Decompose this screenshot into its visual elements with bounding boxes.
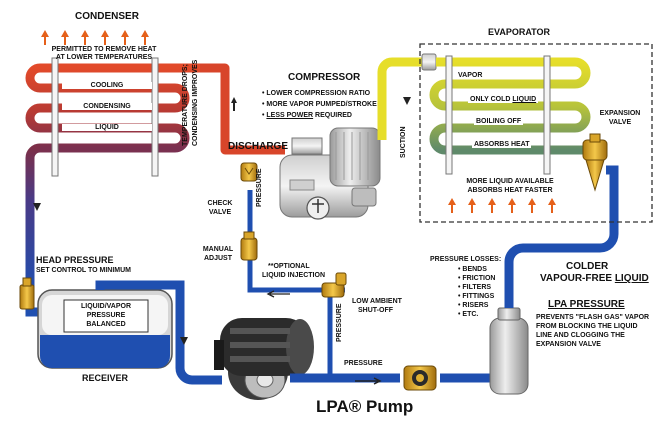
- down-flow-arrow-left: [33, 203, 41, 211]
- head-pressure-note: SET CONTROL TO MINIMUM: [36, 267, 132, 274]
- suction-label: SUCTION: [400, 126, 407, 159]
- suction-fitting: [421, 53, 437, 71]
- condenser-tube-sheet-left: [51, 57, 59, 177]
- colder-line-1: COLDER: [566, 261, 609, 272]
- evaporator-heat-arrows: [448, 198, 556, 213]
- receiver-inner-1: LIQUID/VAPOR: [80, 303, 132, 310]
- pressure-loss-item: • FITTINGS: [458, 293, 495, 300]
- lpa-pump-label: LPA® Pump: [316, 397, 414, 416]
- pressure-loss-item: • RISERS: [458, 302, 489, 309]
- condenser-heat-arrows: [41, 30, 149, 45]
- pressure-loss-item: • BENDS: [458, 266, 487, 273]
- compressor-bullet-3: • LESS POWER REQUIRED: [262, 112, 352, 119]
- evaporator-title: EVAPORATOR: [488, 27, 551, 37]
- pump-flow-arrow: [355, 377, 382, 385]
- pressure-loss-item: • FRICTION: [458, 275, 496, 282]
- evaporator-tube-sheet-left: [445, 55, 453, 175]
- lpa-pressure-tank: [489, 307, 529, 395]
- discharge-line: [200, 63, 285, 155]
- manual-adjust-label-2: ADJUST: [203, 255, 232, 262]
- suction-flow-arrow: [403, 97, 411, 105]
- low-ambient-label-2: SHUT-OFF: [358, 307, 393, 314]
- lpa-pump: [214, 318, 314, 400]
- evaporator-row-vapor: VAPOR: [456, 72, 485, 79]
- receiver-inner-3: BALANCED: [86, 321, 126, 328]
- check-valve-label-1: CHECK: [207, 200, 233, 207]
- expansion-valve-label-1: EXPANSION: [599, 110, 641, 117]
- compressor: [279, 127, 381, 220]
- discharge-label: DISCHARGE: [228, 141, 289, 152]
- optional-injection-label-2: LIQUID INJECTION: [262, 272, 326, 279]
- temp-note-line2: CONDENSING IMPROVES: [192, 59, 199, 146]
- injection-flow-arrow: [266, 290, 290, 298]
- pressure-loss-item: • FILTERS: [458, 284, 492, 291]
- pressure-losses-title: PRESSURE LOSSES:: [430, 256, 502, 263]
- receiver-inner-2: PRESSURE: [86, 312, 126, 319]
- compressor-bullet-2: • MORE VAPOR PUMPED/STROKE: [262, 101, 377, 108]
- manual-adjust-valve: [240, 231, 258, 261]
- lpa-pressure-line3: LINE AND CLOGGING THE: [536, 332, 625, 339]
- evaporator-row-only-cold-liquid: ONLY COLD LIQUID: [468, 96, 539, 103]
- suction-line: [377, 57, 435, 140]
- expansion-valve: [582, 133, 608, 192]
- liquid-supply-line: [504, 165, 619, 308]
- evaporator-row-boiling-off: BOILING OFF: [474, 118, 524, 125]
- condenser-subtitle-1: PERMITTED TO REMOVE HEAT: [51, 46, 157, 53]
- pressure-label-vertical: PRESSURE: [336, 303, 343, 342]
- condenser-row-liquid: LIQUID: [62, 124, 152, 131]
- receiver-title: RECEIVER: [81, 373, 128, 383]
- compressor-bullet-1: • LOWER COMPRESSION RATIO: [262, 90, 371, 97]
- check-valve: [240, 162, 258, 182]
- manual-adjust-label-1: MANUAL: [202, 246, 234, 253]
- evaporator-note-1: MORE LIQUID AVAILABLE: [466, 178, 554, 185]
- pressure-loss-item: • ETC.: [458, 311, 479, 318]
- condenser-tube-sheet-right: [151, 57, 159, 177]
- pressure-label-compressor: PRESSURE: [256, 168, 263, 207]
- receiver-outlet-line: [95, 280, 222, 385]
- lpa-pressure-line1: PREVENTS "FLASH GAS" VAPOR: [536, 314, 650, 321]
- head-pressure-title: HEAD PRESSURE: [36, 255, 114, 265]
- condenser-row-cooling: COOLING: [62, 82, 152, 89]
- condenser-outlet-line: [25, 143, 41, 295]
- expansion-valve-label-2: VALVE: [608, 119, 632, 126]
- pressure-label-bottom: PRESSURE: [344, 360, 383, 367]
- evaporator-enclosure: [419, 43, 653, 223]
- discharge-flow-arrow: [231, 97, 237, 111]
- receiver-tank: [37, 289, 173, 369]
- lpa-pressure-line2: FROM BLOCKING THE LIQUID: [536, 323, 638, 330]
- evaporator-tube-sheet-right: [543, 55, 551, 175]
- colder-line-2: VAPOUR-FREE LIQUID: [540, 273, 649, 284]
- evaporator-note-2: ABSORBS HEAT FASTER: [467, 187, 553, 194]
- condenser-row-condensing: CONDENSING: [62, 103, 152, 110]
- evaporator-coil: [429, 57, 595, 155]
- low-ambient-label-1: LOW AMBIENT: [352, 298, 402, 305]
- lpa-pressure-title: LPA PRESSURE: [548, 299, 625, 310]
- down-flow-arrow-receiver: [180, 337, 188, 345]
- lpa-pressure-line4: EXPANSION VALVE: [536, 341, 601, 348]
- optional-injection-label-1: **OPTIONAL: [268, 263, 310, 270]
- check-valve-label-2: VALVE: [208, 209, 232, 216]
- low-ambient-shutoff-valve: [321, 272, 347, 298]
- temp-note-line1: TEMPERATURE DROPS;: [182, 64, 189, 146]
- condenser-subtitle-2: AT LOWER TEMPERATURES: [55, 54, 153, 61]
- condenser-title: CONDENSER: [75, 11, 139, 22]
- compressor-title: COMPRESSOR: [288, 72, 361, 83]
- head-pressure-valve: [19, 277, 35, 310]
- evaporator-row-absorbs-heat: ABSORBS HEAT: [472, 141, 532, 148]
- pump-discharge-strainer: [403, 365, 437, 391]
